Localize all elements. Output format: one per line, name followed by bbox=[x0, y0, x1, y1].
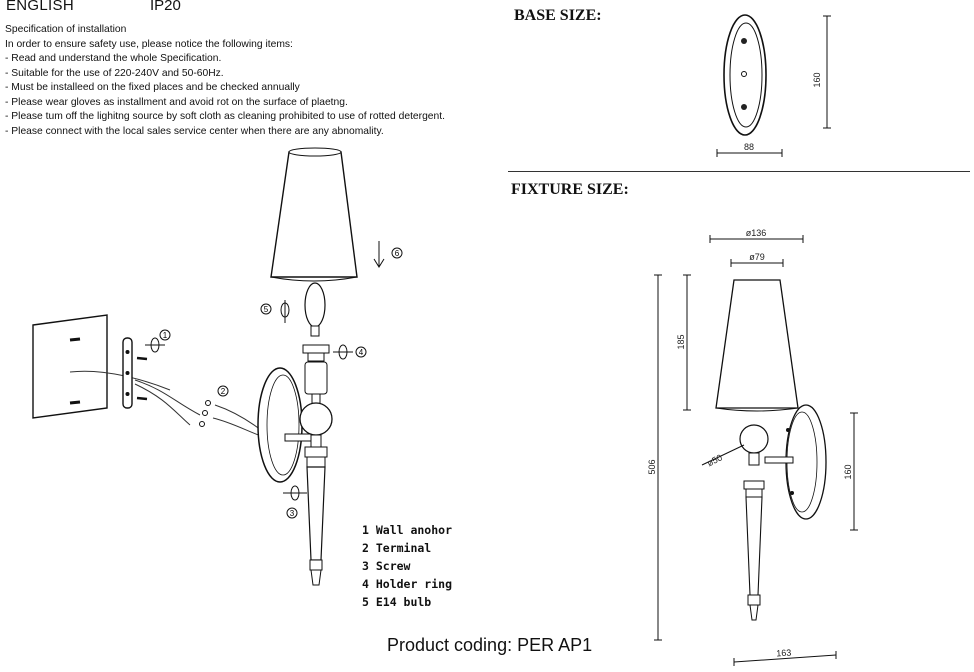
stem-ring bbox=[306, 456, 326, 468]
wall-screw-icon bbox=[69, 337, 81, 342]
spec-line: - Suitable for the use of 220-240V and 5… bbox=[5, 67, 224, 79]
fixture-depth-label: 163 bbox=[776, 647, 792, 658]
step-marker bbox=[260, 303, 272, 315]
fixture-size-drawing: ø136 ø79 185 506 ø50 160 163 bbox=[647, 228, 858, 666]
spec-line: In order to ensure safety use, please no… bbox=[5, 38, 293, 50]
stem-tip bbox=[749, 604, 759, 621]
legend-item: 2 Terminal bbox=[362, 541, 432, 555]
parts-legend: 1 Wall anohor 2 Terminal 3 Screw 4 Holde… bbox=[362, 521, 452, 611]
spec-line: - Must be installeed on the fixed places… bbox=[5, 82, 300, 93]
legend-item: 5 E14 bulb bbox=[362, 595, 432, 609]
wire bbox=[212, 417, 262, 437]
product-coding: Product coding: PER AP1 bbox=[387, 635, 593, 655]
stem-collar bbox=[310, 434, 322, 448]
lamp-back-plate bbox=[257, 367, 303, 483]
exploded-installation-drawing: 1 2 3 4 5 6 bbox=[32, 147, 403, 586]
stem-tip bbox=[310, 569, 322, 586]
step-marker bbox=[286, 507, 298, 519]
terminal-icon bbox=[199, 421, 205, 427]
stem-foot bbox=[309, 559, 323, 571]
stem-ring bbox=[743, 480, 765, 490]
shade-bottom-rim bbox=[715, 407, 799, 412]
spec-line: Specification of installation bbox=[5, 24, 127, 35]
step-marker bbox=[391, 247, 403, 259]
holder-ring bbox=[302, 344, 330, 354]
fixture-base-height-label: 160 bbox=[843, 464, 853, 479]
down-arrow-head bbox=[373, 258, 385, 268]
base-width-label: 88 bbox=[744, 142, 754, 152]
step-number: 1 bbox=[163, 331, 168, 340]
step-marker bbox=[217, 385, 229, 397]
shade-top-diameter-label: ø136 bbox=[746, 228, 767, 238]
shade-bottom-diameter-label: ø79 bbox=[749, 252, 765, 262]
e14-bulb bbox=[304, 282, 326, 328]
step-number: 6 bbox=[395, 249, 400, 258]
ball-diameter-label: ø50 bbox=[705, 452, 723, 468]
language-label: ENGLISH bbox=[6, 0, 74, 14]
stem-foot bbox=[747, 594, 761, 606]
total-height-label: 506 bbox=[647, 459, 657, 474]
holder-ring-lower bbox=[307, 352, 325, 362]
step-number: 2 bbox=[221, 387, 226, 396]
specification-text: Specification of installation In order t… bbox=[5, 23, 445, 139]
stem-ring bbox=[745, 488, 763, 498]
fixture-size-title: FIXTURE SIZE: bbox=[511, 181, 629, 198]
glass-ball bbox=[299, 402, 333, 436]
screw-hole-icon bbox=[741, 104, 747, 110]
legend-item: 1 Wall anohor bbox=[362, 523, 453, 537]
spec-line: - Read and understand the whole Specific… bbox=[5, 53, 222, 64]
ip-rating-label: IP20 bbox=[150, 0, 181, 14]
legend-item: 4 Holder ring bbox=[362, 577, 453, 591]
screw-hole-icon bbox=[786, 428, 790, 432]
step-number: 4 bbox=[359, 348, 364, 357]
bracket-hole-icon bbox=[125, 392, 130, 396]
lamp-shade bbox=[270, 151, 358, 278]
stem-collar bbox=[748, 452, 760, 466]
bracket-hole-icon bbox=[125, 371, 130, 375]
legend-item: 3 Screw bbox=[362, 559, 411, 573]
dimension-line bbox=[701, 444, 745, 466]
spec-line: - Please tum off the lighitng source by … bbox=[5, 111, 445, 122]
step-marker bbox=[355, 346, 367, 358]
screw-icon bbox=[136, 396, 148, 401]
shade-bottom-rim bbox=[270, 276, 358, 282]
terminal-icon bbox=[205, 400, 211, 406]
bulb-socket bbox=[304, 361, 328, 395]
lamp-back-plate-inner bbox=[266, 374, 300, 476]
base-height-label: 160 bbox=[812, 72, 822, 87]
wire bbox=[214, 404, 262, 431]
screw-icon bbox=[136, 356, 148, 361]
bulb-base bbox=[310, 325, 320, 337]
base-plate-inner bbox=[729, 22, 763, 128]
center-hole-icon bbox=[741, 71, 747, 77]
wire bbox=[134, 379, 201, 416]
spec-line: - Please wear gloves as installment and … bbox=[5, 96, 348, 108]
spec-line: - Please connect with the local sales se… bbox=[5, 125, 384, 137]
shade-height-label: 185 bbox=[676, 334, 686, 349]
step-marker bbox=[159, 329, 171, 341]
lamp-arm bbox=[764, 456, 794, 464]
step-number: 5 bbox=[264, 305, 269, 314]
wall-panel bbox=[32, 314, 108, 419]
screw-hole-icon bbox=[741, 38, 747, 44]
lamp-stem bbox=[306, 466, 326, 561]
step-number: 3 bbox=[290, 509, 295, 518]
base-plate-drawing: 160 88 bbox=[716, 14, 831, 157]
screw-hole-icon bbox=[790, 491, 794, 495]
dimension-line bbox=[733, 654, 837, 663]
lamp-stem bbox=[745, 496, 763, 596]
glass-ball bbox=[739, 424, 769, 454]
wall-screw-icon bbox=[69, 400, 81, 405]
terminal-icon bbox=[202, 410, 208, 416]
lamp-shade bbox=[715, 279, 799, 409]
stem-ring bbox=[304, 446, 328, 458]
bracket-hole-icon bbox=[125, 350, 130, 354]
base-plate-outer bbox=[723, 14, 767, 136]
wire bbox=[134, 383, 191, 426]
shade-top-rim bbox=[288, 147, 342, 157]
base-size-title: BASE SIZE: bbox=[514, 7, 602, 24]
section-divider bbox=[508, 171, 970, 172]
